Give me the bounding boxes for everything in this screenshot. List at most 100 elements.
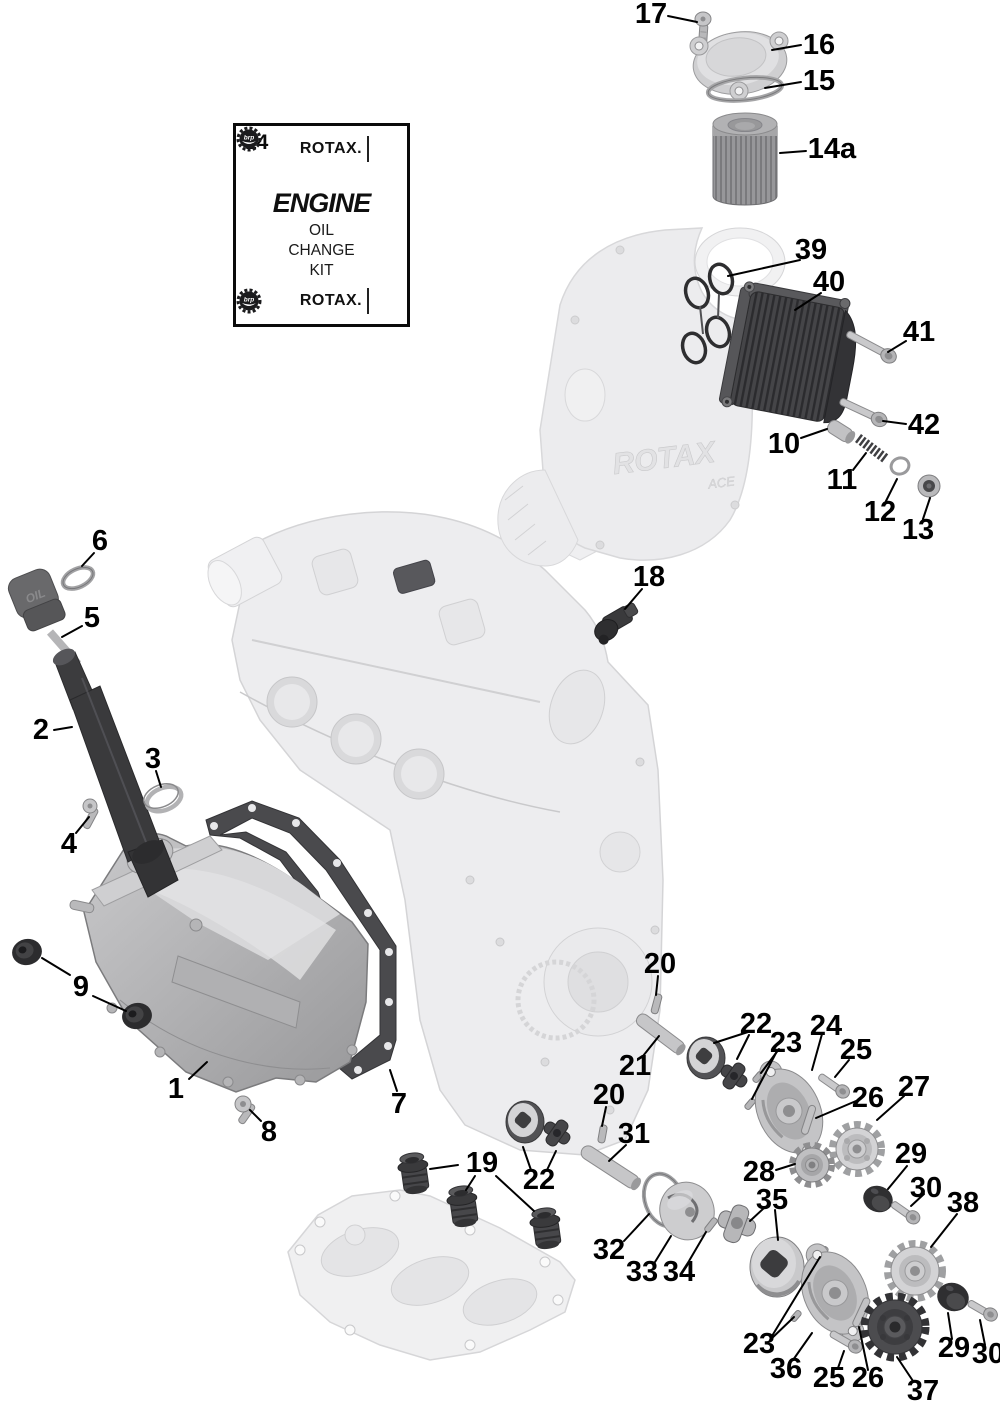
callout-36: 36 <box>770 1353 802 1385</box>
rotax-wordmark: ROTAX. <box>299 292 363 309</box>
leader-line-36 <box>792 1332 813 1361</box>
o-ring-12 <box>889 456 911 476</box>
leader-line-20b <box>601 1106 607 1127</box>
leader-line-23b <box>769 1316 795 1341</box>
leader-line-40 <box>794 292 822 311</box>
pump-rotor-ring-22b <box>505 1100 545 1144</box>
cap-oil-text: OIL <box>24 586 48 606</box>
callout-5: 5 <box>84 602 100 634</box>
leader-line-2 <box>53 726 73 731</box>
kit-title: ENGINE <box>272 188 372 218</box>
leader-line-23b <box>771 1256 821 1337</box>
callout-25a: 25 <box>840 1034 872 1066</box>
callout-3: 3 <box>145 743 161 775</box>
intake-ports <box>266 676 445 800</box>
leader-line-25a <box>834 1059 850 1078</box>
pan-bolt-tabs <box>106 918 358 1088</box>
pin-20a <box>650 993 663 1015</box>
callout-16: 16 <box>803 29 835 61</box>
pump-cover-33 <box>659 1181 715 1241</box>
leader-line-24 <box>811 1033 823 1071</box>
dipstick-tube <box>52 648 179 898</box>
svg-text:brp: brp <box>244 135 255 142</box>
kit-subtitle: OIL CHANGE KIT <box>236 221 407 281</box>
leader-line-22b <box>522 1146 532 1171</box>
callout-17: 17 <box>635 0 667 30</box>
callout-10: 10 <box>768 428 800 460</box>
rotax-wordmark: ROTAX. <box>299 140 363 157</box>
callout-26b: 26 <box>852 1362 884 1394</box>
callout-26a: 26 <box>852 1082 884 1114</box>
bolt-25a <box>818 1073 850 1099</box>
dowel-pin-23a2 <box>744 1097 756 1111</box>
callout-8: 8 <box>261 1116 277 1148</box>
oil-filter-cover-16 <box>689 31 789 101</box>
bolt-42 <box>839 398 888 428</box>
oil-pump-housing-36 <box>801 1243 869 1343</box>
callout-32: 32 <box>593 1234 625 1266</box>
svg-text:brp: brp <box>244 297 255 304</box>
cap-29a <box>863 1185 893 1213</box>
leader-line-37 <box>896 1356 914 1382</box>
oil-change-kit-label: 14 ROTAX. brp ENGINE OIL CHANGE KIT ROTA… <box>233 123 410 327</box>
pump-inner-rotor-35 <box>717 1204 757 1244</box>
rubber-plug-9a <box>12 938 42 966</box>
spring-11 <box>855 434 889 463</box>
bolt-41 <box>846 330 897 364</box>
screw-8 <box>234 1095 256 1125</box>
oil-cooler-40 <box>718 281 857 424</box>
dipstick-cap: OIL <box>7 568 66 632</box>
oil-pressure-switch-18 <box>594 602 639 645</box>
callout-20a: 20 <box>644 948 676 980</box>
callout-9: 9 <box>73 971 89 1003</box>
leader-line-19 <box>465 1175 476 1191</box>
callout-34: 34 <box>663 1256 695 1288</box>
callout-24: 24 <box>810 1010 842 1042</box>
dipstick-assembly: OIL <box>7 565 184 898</box>
callout-4: 4 <box>61 828 77 860</box>
callout-40: 40 <box>813 266 845 298</box>
rubber-plug-9b <box>122 1002 152 1030</box>
gear-38 <box>884 1240 946 1302</box>
kit-subtitle-line-1: OIL <box>309 222 334 239</box>
o-ring-6 <box>60 565 96 591</box>
callout-31: 31 <box>618 1118 650 1150</box>
leader-line-34 <box>688 1231 707 1262</box>
leader-line-11 <box>852 452 867 471</box>
oil-filter-cartridge-14a <box>712 112 778 206</box>
callout-33: 33 <box>626 1256 658 1288</box>
callout-7: 7 <box>391 1088 407 1120</box>
leader-line-22a <box>736 1034 750 1060</box>
leader-line-6 <box>81 552 95 567</box>
callout-2: 2 <box>33 714 49 746</box>
pin-26b <box>852 1297 871 1328</box>
callout-15: 15 <box>803 65 835 97</box>
leader-line-33 <box>654 1235 672 1263</box>
callout-28: 28 <box>743 1156 775 1188</box>
callout-14a: 14a <box>808 133 857 165</box>
callout-29b: 29 <box>938 1332 970 1364</box>
leader-line-41 <box>887 340 907 353</box>
gear-27 <box>829 1121 885 1177</box>
leader-line-4 <box>75 816 90 834</box>
leader-line-3 <box>155 770 162 788</box>
leader-line-27 <box>876 1095 905 1121</box>
callout-25b: 25 <box>813 1362 845 1394</box>
leader-line-12 <box>885 478 898 502</box>
kit-brand-top: ROTAX. brp <box>236 126 407 162</box>
leader-line-16 <box>771 44 802 51</box>
leader-line-39 <box>727 259 801 277</box>
callout-39: 39 <box>795 234 827 266</box>
leader-line-20a <box>655 975 659 996</box>
leader-line-5 <box>61 625 83 638</box>
callout-23a: 23 <box>770 1027 802 1059</box>
brp-logo-icon: brp <box>236 126 262 152</box>
callout-1: 1 <box>168 1073 184 1105</box>
leader-line-32 <box>623 1213 650 1242</box>
callout-37: 37 <box>907 1375 939 1407</box>
leader-line-18 <box>624 588 643 610</box>
leader-line-10 <box>800 428 828 439</box>
leader-line-42 <box>882 420 907 425</box>
